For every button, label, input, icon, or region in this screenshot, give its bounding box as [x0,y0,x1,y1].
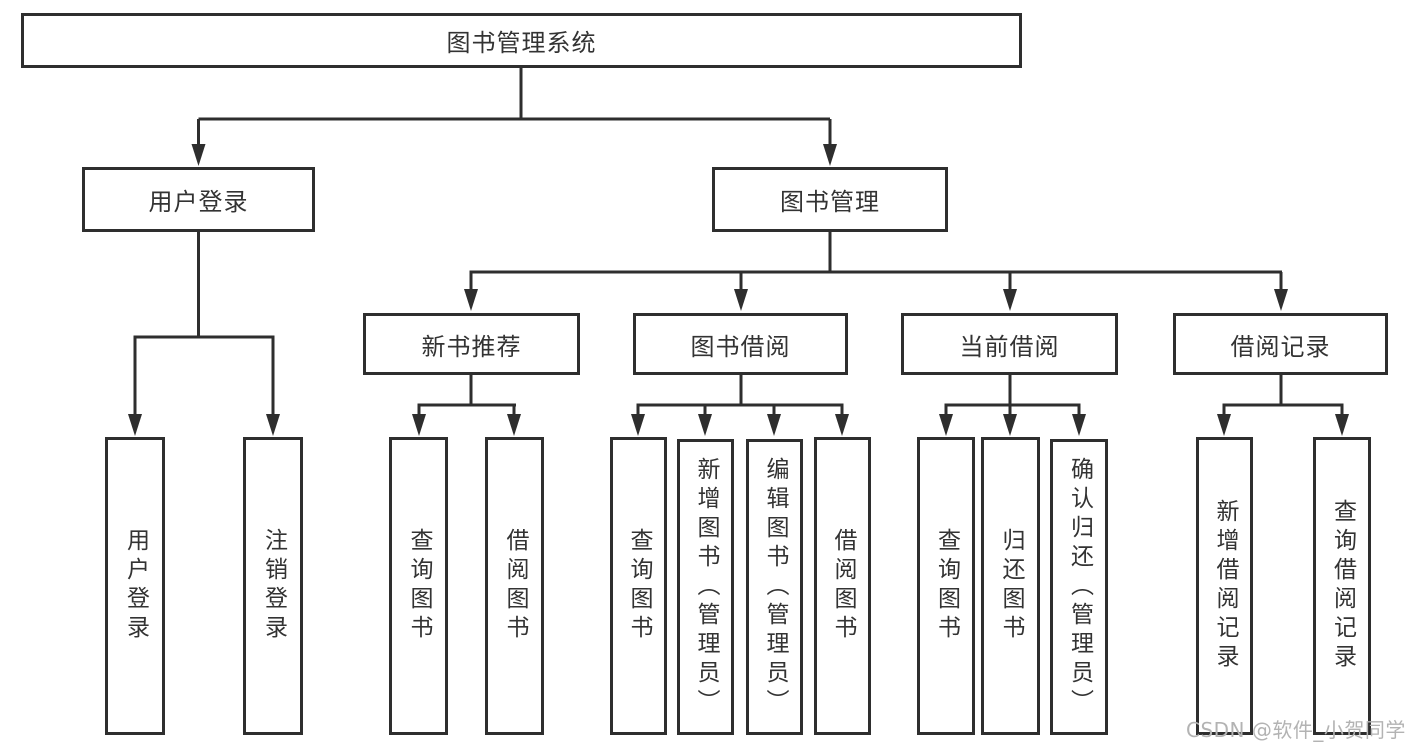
node-book-management: 图书管理 [712,167,948,232]
connector-user-login-branch [128,232,280,436]
node-current-borrowing: 当前借阅 [901,313,1118,375]
node-book-borrowing: 图书借阅 [633,313,848,375]
leaf-logout: 注销登录 [243,437,303,735]
leaf-bb-borrow-books: 借阅图书 [814,437,871,735]
connector-new-book-recommend-branch [412,375,521,436]
connector-borrowing-records-branch [1217,375,1349,436]
leaf-nbr-borrow-books: 借阅图书 [485,437,544,735]
connector-root-branch [191,68,837,166]
leaf-nbr-query-books: 查询图书 [389,437,448,735]
leaf-bb-add-books-admin: 新增图书（管理员） [677,439,734,735]
connector-current-borrowing-branch [939,375,1086,436]
leaf-user-login: 用户登录 [105,437,165,735]
node-user-login: 用户登录 [82,167,315,232]
connector-book-borrowing-branch [631,375,849,436]
node-new-book-recommend-label: 新书推荐 [421,332,522,361]
node-borrowing-records: 借阅记录 [1173,313,1388,375]
node-book-borrowing-label: 图书借阅 [690,332,791,361]
leaf-rec-query-borrow-record: 查询借阅记录 [1313,437,1371,735]
leaf-cb-confirm-return-admin: 确认归还（管理员） [1050,439,1108,735]
node-current-borrowing-label: 当前借阅 [959,332,1060,361]
node-book-management-label: 图书管理 [780,188,880,216]
leaf-cb-return-books: 归还图书 [981,437,1040,735]
leaf-bb-edit-books-admin: 编辑图书（管理员） [746,439,803,735]
node-borrowing-records-label: 借阅记录 [1230,332,1331,361]
leaf-rec-add-borrow-record: 新增借阅记录 [1196,437,1253,735]
connector-book-management-branch [464,232,1288,311]
node-root: 图书管理系统 [21,13,1022,68]
watermark: CSDN @软件_小贺同学 [1186,718,1405,742]
node-new-book-recommend: 新书推荐 [363,313,580,375]
leaf-bb-query-books: 查询图书 [610,437,667,735]
leaf-cb-query-books: 查询图书 [917,437,975,735]
node-root-label: 图书管理系统 [446,29,597,57]
node-user-login-label: 用户登录 [148,188,249,216]
